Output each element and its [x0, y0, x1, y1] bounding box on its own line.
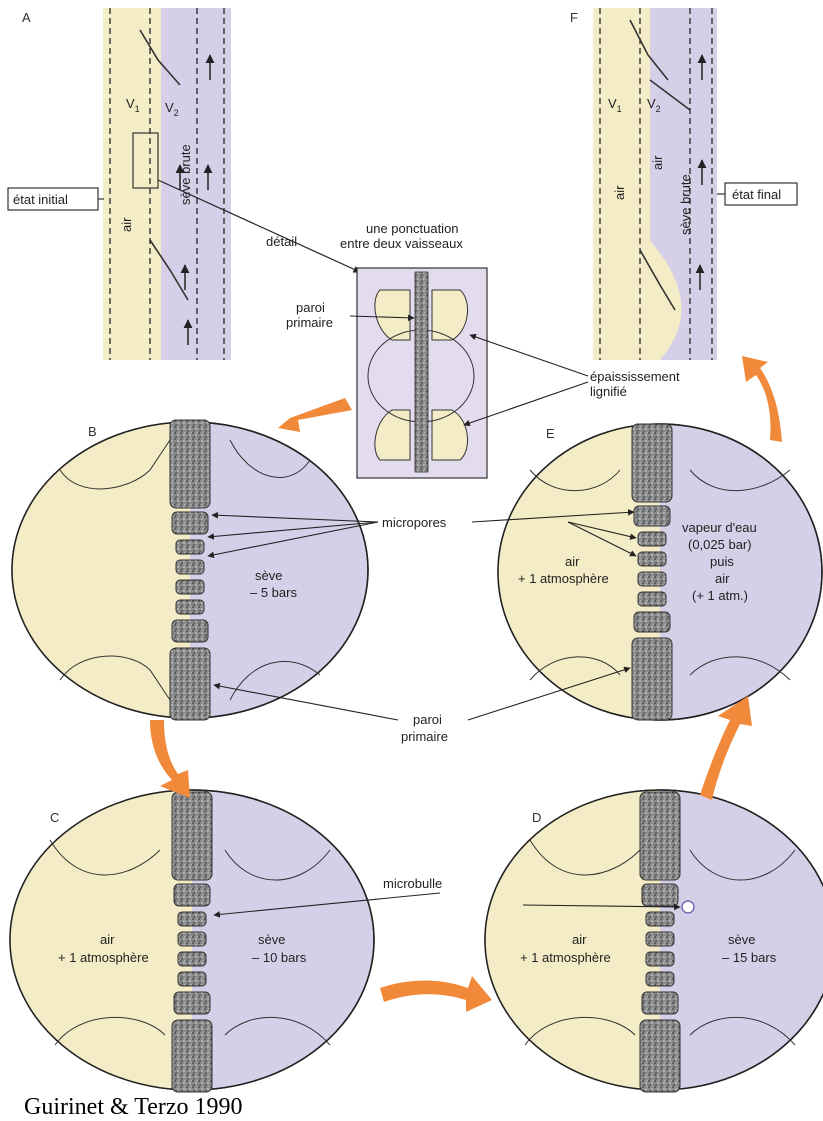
label-seve-b-2: – 5 bars — [250, 585, 297, 600]
label-vapeur-3: puis — [710, 554, 734, 569]
label-vapeur-5: (+ 1 atm.) — [692, 588, 748, 603]
label-air-f1: air — [612, 185, 627, 200]
label-seve-brute-f: sève brute — [678, 174, 693, 235]
label-air-e-2: + 1 atmosphère — [518, 571, 609, 586]
label-vapeur-1: vapeur d'eau — [682, 520, 757, 535]
label-air-c-1: air — [100, 932, 115, 947]
vessel-v2 — [161, 8, 231, 360]
panel-d: D air + 1 atmosphère sève – 15 bars — [485, 790, 823, 1092]
label-etat-final: état final — [732, 187, 781, 202]
label-seve-d-1: sève — [728, 932, 755, 947]
label-etat-initial: état initial — [13, 192, 68, 207]
panel-letter-c: C — [50, 810, 59, 825]
arrow-detail-to-b — [278, 398, 352, 432]
label-vapeur-4: air — [715, 571, 730, 586]
label-microbulle: microbulle — [383, 876, 442, 891]
label-detail: détail — [266, 234, 297, 249]
label-seve-d-2: – 15 bars — [722, 950, 777, 965]
label-seve-c-1: sève — [258, 932, 285, 947]
label-air-a: air — [119, 217, 134, 232]
label-seve-b-1: sève — [255, 568, 282, 583]
panel-f: F V1 V2 air air sève brute état final — [570, 8, 797, 360]
label-vapeur-2: (0,025 bar) — [688, 537, 752, 552]
panel-letter-a: A — [22, 10, 31, 25]
arrow-c-to-d — [380, 976, 492, 1012]
label-ponctuation-1: une ponctuation — [366, 221, 459, 236]
panel-b: B sève – 5 bars — [12, 420, 368, 720]
label-epaississement-2: lignifié — [590, 384, 627, 399]
panel-letter-f: F — [570, 10, 578, 25]
vessel-v1 — [103, 8, 161, 360]
label-micropores: micropores — [382, 515, 447, 530]
label-air-d-1: air — [572, 932, 587, 947]
panel-c: C air + 1 atmosphère sève – 10 bars — [10, 790, 374, 1092]
label-paroi-top-2: primaire — [286, 315, 333, 330]
panel-e: E air + 1 atmosphère vapeur d'eau (0,025… — [498, 424, 822, 720]
label-air-c-2: + 1 atmosphère — [58, 950, 149, 965]
label-air-f2: air — [650, 155, 665, 170]
label-air-e-1: air — [565, 554, 580, 569]
panel-letter-d: D — [532, 810, 541, 825]
pit-membrane-wall — [415, 272, 428, 472]
label-air-d-2: + 1 atmosphère — [520, 950, 611, 965]
arrow-e-to-f — [742, 356, 782, 442]
label-epaississement-1: épaississement — [590, 369, 680, 384]
panel-letter-b: B — [88, 424, 97, 439]
arrow-b-to-c — [150, 720, 190, 798]
label-seve-c-2: – 10 bars — [252, 950, 307, 965]
panel-letter-e: E — [546, 426, 555, 441]
microbubble — [682, 901, 694, 913]
figure-credit: Guirinet & Terzo 1990 — [24, 1094, 243, 1121]
label-paroi-mid-1: paroi — [413, 712, 442, 727]
label-paroi-top-1: paroi — [296, 300, 325, 315]
label-paroi-mid-2: primaire — [401, 729, 448, 744]
label-ponctuation-2: entre deux vaisseaux — [340, 236, 463, 251]
